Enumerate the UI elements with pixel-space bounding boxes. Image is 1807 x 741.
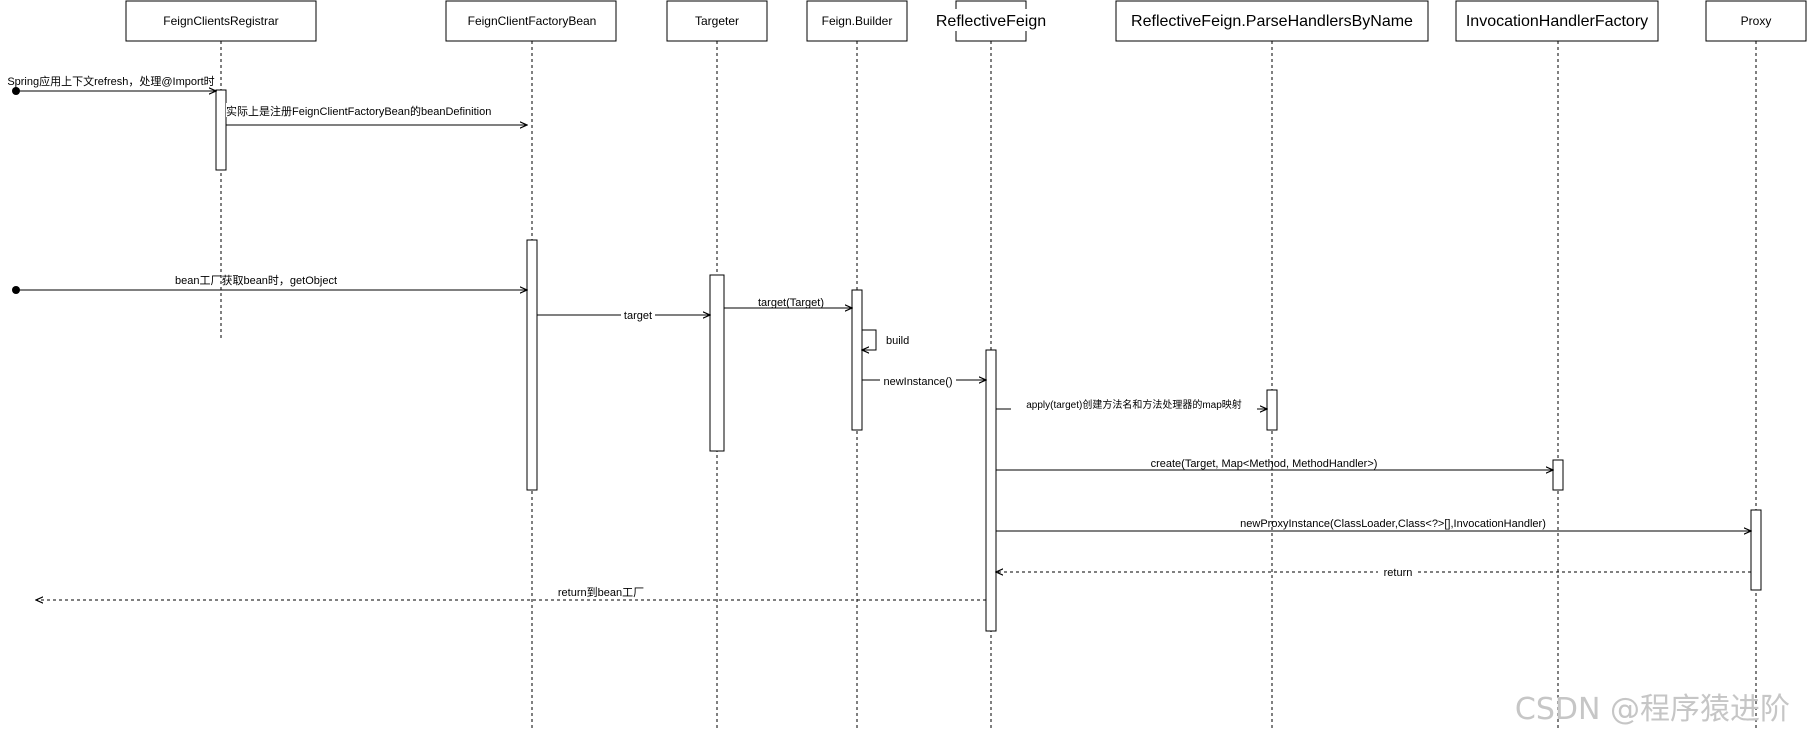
participant-proxy-box — [1705, 0, 1807, 42]
activation-factory-bean — [526, 239, 538, 491]
message-10-label: newProxyInstance(ClassLoader,Class<?>[],… — [1240, 518, 1546, 530]
message-11-label-mask — [1378, 565, 1418, 579]
messages — [12, 87, 1751, 600]
message-6-self-call — [862, 329, 877, 350]
message-4-label-mask — [621, 308, 655, 322]
participant-builder-label: Feign.Builder — [822, 14, 893, 28]
participant-factory-bean-box — [445, 0, 617, 42]
participant-reflective-label-mask — [930, 9, 1052, 31]
activation-proxy — [1750, 509, 1762, 591]
activation-builder — [851, 289, 863, 431]
message-2-label-mask — [226, 103, 520, 117]
activation-parse-handlers — [1266, 389, 1278, 431]
message-9-label: create(Target, Map<Method, MethodHandler… — [1151, 458, 1378, 470]
participant-parse-handlers-label: ReflectiveFeign.ParseHandlersByName — [1131, 13, 1413, 30]
activation-registrar — [215, 89, 227, 171]
participant-reflective-label: ReflectiveFeign — [936, 13, 1046, 30]
activation-targeter — [709, 274, 725, 452]
message-7-label-mask — [880, 374, 956, 388]
message-6-label: build — [886, 335, 909, 347]
message-7-label: newInstance() — [883, 376, 952, 388]
message-11-label: return — [1384, 567, 1413, 579]
message-3-label: bean工厂获取bean时，getObject — [175, 274, 337, 287]
message-8-label: apply(target)创建方法名和方法处理器的map映射 — [1026, 398, 1242, 411]
participant-targeter-box — [666, 0, 768, 42]
activation-reflective — [985, 349, 997, 632]
message-1-label: Spring应用上下文refresh，处理@Import时 — [7, 74, 214, 88]
message-4-label: target — [624, 310, 652, 322]
participant-factory-bean-label: FeignClientFactoryBean — [468, 14, 597, 28]
participant-registrar-label: FeignClientsRegistrar — [163, 14, 278, 28]
participant-parse-handlers-box — [1115, 0, 1429, 42]
message-2-label: 实际上是注册FeignClientFactoryBean的beanDefinit… — [226, 104, 491, 118]
participant-headers: FeignClientsRegistrar FeignClientFactory… — [125, 0, 1807, 42]
participant-builder-box — [806, 0, 908, 42]
message-5-label: target(Target) — [758, 297, 824, 309]
participant-invocation-factory-box — [1455, 0, 1659, 42]
message-labels: Spring应用上下文refresh，处理@Import时 实际上是注册Feig… — [7, 74, 1546, 599]
message-12-label: return到bean工厂 — [558, 586, 644, 599]
activation-bars — [215, 89, 1762, 632]
participant-registrar-box — [125, 0, 317, 42]
activation-invocation-factory — [1552, 459, 1564, 491]
participant-targeter-label: Targeter — [695, 14, 739, 28]
participant-invocation-factory-label: InvocationHandlerFactory — [1466, 13, 1648, 30]
participant-proxy-label: Proxy — [1741, 14, 1772, 28]
watermark-text: CSDN @程序猿进阶 — [1515, 692, 1790, 727]
